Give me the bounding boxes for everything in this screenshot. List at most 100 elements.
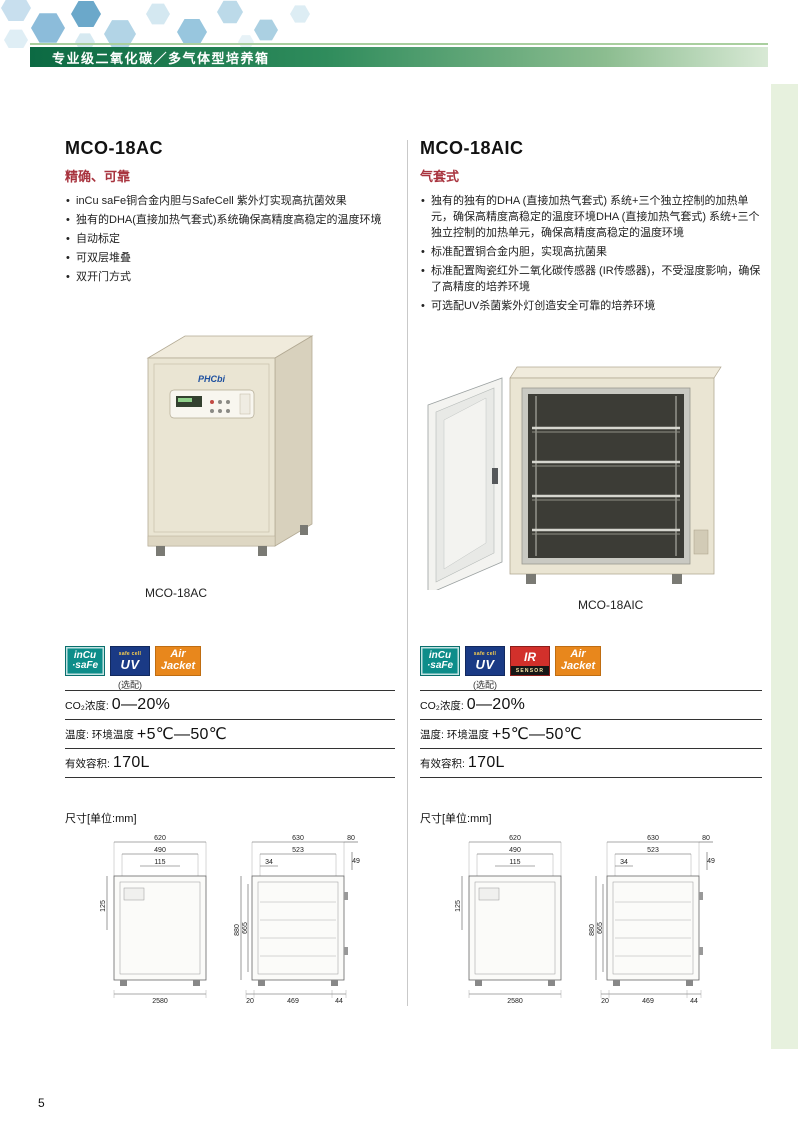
dim-side-inner-height: 665 <box>597 922 604 934</box>
air-jacket-badge: Air Jacket <box>555 646 601 676</box>
incusafe-badge-text: inCu <box>73 649 97 661</box>
dim-side-right: 49 <box>352 858 360 865</box>
air-jacket-badge-text: Air <box>170 648 186 661</box>
header-rule <box>30 43 768 45</box>
uv-badge-top-text: safe cell <box>473 650 497 657</box>
feature-item: 自动标定 <box>65 232 395 248</box>
spec-prefix: 环境温度 <box>91 728 134 741</box>
dim-side-overall-depth: 630 <box>292 835 304 842</box>
spec-value: 170L <box>112 754 150 771</box>
certification-badges: inCu ·saFe safe cell UV (选配) IR SENSOR A… <box>420 646 601 691</box>
spec-label: CO₂浓度: <box>420 699 464 712</box>
dim-side-inner-depth: 523 <box>647 847 659 854</box>
dim-side-bottom-mid: 469 <box>642 998 654 1004</box>
product-section-mco-18ac: MCO-18AC 精确、可靠 inCu saFe铜合金内胆与SafeCell 紫… <box>65 138 395 1018</box>
dim-side-inner-height: 665 <box>242 922 249 934</box>
dim-front-bottom: 2580 <box>507 998 523 1004</box>
phcbi-logo: PHCbi <box>198 374 225 384</box>
dim-side-overall-depth: 630 <box>647 835 659 842</box>
ir-badge-text: IR <box>511 647 549 666</box>
spec-row-co2: CO₂浓度: 0—20% <box>420 690 762 719</box>
column-divider <box>407 140 408 1006</box>
dimensions-title: 尺寸[单位:mm] <box>65 813 137 825</box>
incusafe-badge: inCu ·saFe <box>65 646 105 676</box>
feature-item: 标准配置陶瓷红外二氧化碳传感器 (IR传感器)，不受湿度影响，确保了高精度的培养… <box>420 264 762 296</box>
spec-row-co2: CO₂浓度: 0—20% <box>65 690 395 719</box>
spec-value: +5℃—50℃ <box>136 726 227 743</box>
certification-badges: inCu ·saFe safe cell UV (选配) Air Jacket <box>65 646 201 691</box>
spec-label: 温度: <box>65 728 89 741</box>
incusafe-badge-text: ·saFe <box>71 660 99 671</box>
incusafe-badge: inCu ·saFe <box>420 646 460 676</box>
dim-side-bottom-right: 44 <box>335 998 343 1004</box>
dim-front-inner-width: 490 <box>154 847 166 854</box>
spec-value: +5℃—50℃ <box>491 726 582 743</box>
dim-front-side-height: 125 <box>455 900 462 912</box>
feature-item: 可选配UV杀菌紫外灯创造安全可靠的培养环境 <box>420 299 762 315</box>
dim-side-top-right: 80 <box>347 835 355 842</box>
page-title: 专业级二氧化碳／多气体型培养箱 <box>52 50 270 66</box>
spec-prefix: 环境温度 <box>446 728 489 741</box>
spec-label: 有效容积: <box>65 757 110 770</box>
product-tagline: 气套式 <box>420 169 460 184</box>
uv-optional-note: (选配) <box>118 680 142 690</box>
spec-row-temperature: 温度: 环境温度 +5℃—50℃ <box>420 719 762 748</box>
spec-row-volume: 有效容积: 170L <box>65 748 395 777</box>
incusafe-badge-text: ·saFe <box>426 660 454 671</box>
spec-label: 温度: <box>420 728 444 741</box>
dim-front-inner-width: 490 <box>509 847 521 854</box>
hexagon-decoration <box>1 0 310 48</box>
feature-item: 可双层堆叠 <box>65 251 395 267</box>
dim-side-right: 49 <box>707 858 715 865</box>
product-photo-closed-incubator: PHCbi <box>120 318 330 578</box>
dim-side-bottom-left: 20 <box>601 998 609 1004</box>
right-edge-strip <box>771 84 798 1049</box>
air-jacket-badge: Air Jacket <box>155 646 201 676</box>
air-jacket-badge-text: Air <box>570 648 586 661</box>
dim-side-top-right: 80 <box>702 835 710 842</box>
product-photo-open-incubator <box>422 350 752 595</box>
uv-badge: safe cell UV <box>110 646 150 676</box>
ir-sensor-badge: IR SENSOR <box>510 646 550 676</box>
spec-label: CO₂浓度: <box>65 699 109 712</box>
ir-badge-sub-text: SENSOR <box>511 666 549 675</box>
spec-table: CO₂浓度: 0—20% 温度: 环境温度 +5℃—50℃ 有效容积: 170L <box>65 690 395 778</box>
air-jacket-badge-text: Jacket <box>160 660 196 672</box>
spec-table: CO₂浓度: 0—20% 温度: 环境温度 +5℃—50℃ 有效容积: 170L <box>420 690 762 778</box>
dimension-drawing: 620 490 115 125 2580 630 523 34 80 49 <box>100 832 360 1009</box>
spec-value: 0—20% <box>466 696 526 713</box>
model-title: MCO-18AIC <box>420 138 524 158</box>
incusafe-badge-text: inCu <box>428 649 452 661</box>
dim-side-overall-height: 880 <box>234 924 241 936</box>
dim-side-bottom-mid: 469 <box>287 998 299 1004</box>
uv-badge: safe cell UV <box>465 646 505 676</box>
dim-side-bottom-right: 44 <box>690 998 698 1004</box>
dim-side-offset: 34 <box>620 859 628 866</box>
dim-front-panel-width: 115 <box>154 859 165 866</box>
dim-front-panel-width: 115 <box>509 859 520 866</box>
feature-item: 双开门方式 <box>65 270 395 286</box>
dim-side-offset: 34 <box>265 859 273 866</box>
feature-item: 独有的独有的DHA (直接加热气套式) 系统+三个独立控制的加热单元，确保高精度… <box>420 194 762 242</box>
feature-item: 独有的DHA(直接加热气套式)系统确保高精度高稳定的温度环境 <box>65 213 395 229</box>
spec-value: 170L <box>467 754 505 771</box>
air-jacket-badge-text: Jacket <box>560 660 596 672</box>
feature-list: 独有的独有的DHA (直接加热气套式) 系统+三个独立控制的加热单元，确保高精度… <box>420 194 762 315</box>
dimension-drawing: 620 490 115 125 2580 630 523 34 80 49 <box>455 832 715 1009</box>
model-title: MCO-18AC <box>65 138 164 158</box>
uv-badge-text: UV <box>120 656 140 672</box>
header-bar: 专业级二氧化碳／多气体型培养箱 <box>30 47 768 67</box>
page-number: 5 <box>38 1096 45 1110</box>
dimensions-title: 尺寸[单位:mm] <box>420 813 492 825</box>
dim-front-side-height: 125 <box>100 900 107 912</box>
figure-caption: MCO-18AIC <box>578 598 644 612</box>
feature-item: inCu saFe铜合金内胆与SafeCell 紫外灯实现高抗菌效果 <box>65 194 395 210</box>
figure-caption: MCO-18AC <box>145 586 208 600</box>
spec-row-temperature: 温度: 环境温度 +5℃—50℃ <box>65 719 395 748</box>
dim-side-bottom-left: 20 <box>246 998 254 1004</box>
product-section-mco-18aic: MCO-18AIC 气套式 独有的独有的DHA (直接加热气套式) 系统+三个独… <box>420 138 762 1018</box>
dim-front-bottom: 2580 <box>152 998 168 1004</box>
uv-optional-note: (选配) <box>473 680 497 690</box>
uv-badge-wrap: safe cell UV (选配) <box>465 646 505 691</box>
